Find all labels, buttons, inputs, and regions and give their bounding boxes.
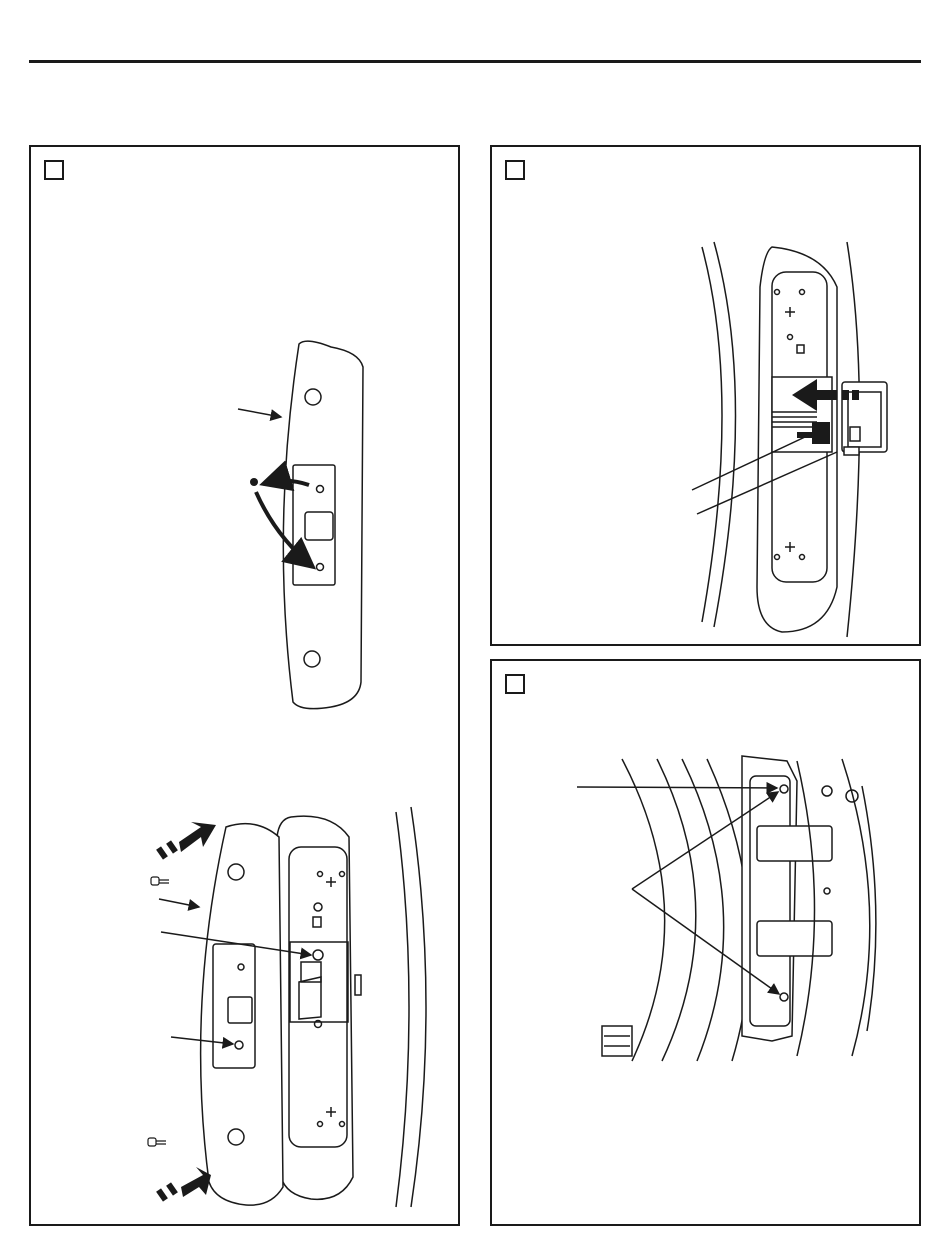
step-panel-switch-wiring: [490, 145, 921, 646]
trim-plate-upper: [283, 341, 363, 709]
hinge-bracket: [742, 756, 832, 1041]
screw-removed-icon: [250, 478, 258, 486]
switch-wiring-illustration: [492, 147, 919, 644]
screw-icon-bottom: [148, 1138, 166, 1146]
leader-hinge: [577, 787, 777, 788]
leader-plate-lower: [159, 899, 199, 907]
header-rule: [29, 60, 921, 63]
step-panel-hinge-screws: [490, 659, 921, 1226]
leader-trim-plate: [238, 409, 281, 417]
screw-icon-top: [151, 877, 169, 885]
door-frame: [702, 242, 860, 637]
strike-install-illustration: [31, 147, 458, 1224]
hinge-screws-illustration: [492, 661, 919, 1224]
door-assembly-lower: [277, 807, 426, 1207]
push-arrow-top-icon: [156, 822, 216, 860]
cabinet-edge: [602, 761, 858, 1056]
push-arrow-bottom-icon: [156, 1167, 211, 1202]
trim-plate-lower: [201, 824, 283, 1206]
step-panel-strike-install: [29, 145, 460, 1226]
